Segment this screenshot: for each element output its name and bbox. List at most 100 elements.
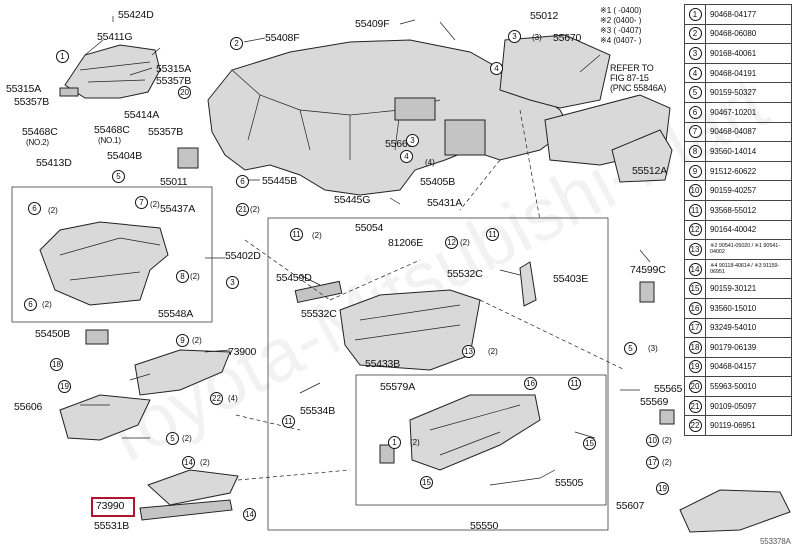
callout-19[interactable]: 19 xyxy=(58,380,71,393)
label-55569[interactable]: 55569 xyxy=(640,396,669,408)
callout-11c[interactable]: 11 xyxy=(282,415,295,428)
label-55550[interactable]: 55550 xyxy=(470,520,499,532)
label-73990[interactable]: 73990 xyxy=(96,500,125,512)
label-55413D[interactable]: 55413D xyxy=(36,157,72,169)
label-55403E[interactable]: 55403E xyxy=(553,273,589,285)
callout-21[interactable]: 21 xyxy=(236,203,249,216)
callout-20[interactable]: 20 xyxy=(178,86,191,99)
callout-5b[interactable]: 5 xyxy=(166,432,179,445)
label-55404B[interactable]: 55404B xyxy=(107,150,143,162)
label-55532C-right[interactable]: 55532C xyxy=(447,268,483,280)
callout-17[interactable]: 17 xyxy=(646,456,659,469)
callout-6[interactable]: 6 xyxy=(236,175,249,188)
label-55606[interactable]: 55606 xyxy=(14,401,43,413)
callout-6c[interactable]: 6 xyxy=(24,298,37,311)
label-55548A[interactable]: 55548A xyxy=(158,308,194,320)
callout-14b[interactable]: 14 xyxy=(243,508,256,521)
callout-11b[interactable]: 11 xyxy=(486,228,499,241)
label-74599C[interactable]: 74599C xyxy=(630,264,666,276)
callout-22[interactable]: 22 xyxy=(210,392,223,405)
callout-13[interactable]: 13 xyxy=(462,345,475,358)
label-55402D[interactable]: 55402D xyxy=(225,250,261,262)
label-55459D[interactable]: 55459D xyxy=(276,272,312,284)
label-55445G[interactable]: 55445G xyxy=(334,194,371,206)
label-55431A[interactable]: 55431A xyxy=(427,197,463,209)
label-55424D[interactable]: 55424D xyxy=(118,9,154,21)
label-55315A-left[interactable]: 55315A xyxy=(6,83,42,95)
label-55534B[interactable]: 55534B xyxy=(300,405,336,417)
label-73900[interactable]: 73900 xyxy=(228,346,257,358)
label-55445B[interactable]: 55445B xyxy=(262,175,298,187)
label-55315A-right[interactable]: 55315A xyxy=(156,63,192,75)
callout-3[interactable]: 3 xyxy=(508,30,521,43)
callout-11[interactable]: 11 xyxy=(290,228,303,241)
label-55468C-no1[interactable]: 55468C xyxy=(94,124,130,136)
callout-6b[interactable]: 6 xyxy=(28,202,41,215)
label-55012[interactable]: 55012 xyxy=(530,10,559,22)
label-55357B-left[interactable]: 55357B xyxy=(14,96,50,108)
callout-19b[interactable]: 19 xyxy=(656,482,669,495)
label-55054[interactable]: 55054 xyxy=(355,222,384,234)
callout-10[interactable]: 10 xyxy=(646,434,659,447)
callout-15[interactable]: 15 xyxy=(583,437,596,450)
label-55409F[interactable]: 55409F xyxy=(355,18,390,30)
parts-table-row[interactable]: 14※4 90118-40614 / ※3 91159-06951 xyxy=(684,258,792,280)
callout-4[interactable]: 4 xyxy=(490,62,503,75)
label-55414A[interactable]: 55414A xyxy=(124,109,160,121)
callout-8[interactable]: 8 xyxy=(176,270,189,283)
parts-table-row[interactable]: 13※2 90541-05020 / ※1 90541-04002 xyxy=(684,239,792,260)
label-81206E[interactable]: 81206E xyxy=(388,237,424,249)
callout-1b[interactable]: 1 xyxy=(388,436,401,449)
callout-5[interactable]: 5 xyxy=(112,170,125,183)
callout-18[interactable]: 18 xyxy=(50,358,63,371)
label-55433B[interactable]: 55433B xyxy=(365,358,401,370)
label-55357B-right[interactable]: 55357B xyxy=(156,75,192,87)
callout-14[interactable]: 14 xyxy=(182,456,195,469)
callout-9[interactable]: 9 xyxy=(176,334,189,347)
callout-12[interactable]: 12 xyxy=(445,236,458,249)
label-55532C-left[interactable]: 55532C xyxy=(301,308,337,320)
callout-11d[interactable]: 11 xyxy=(568,377,581,390)
callout-4b[interactable]: 4 xyxy=(400,150,413,163)
label-55408F[interactable]: 55408F xyxy=(265,32,300,44)
callout-2[interactable]: 2 xyxy=(230,37,243,50)
callout-5c[interactable]: 5 xyxy=(624,342,637,355)
callout-16[interactable]: 16 xyxy=(524,377,537,390)
callout-15b[interactable]: 15 xyxy=(420,476,433,489)
label-55505[interactable]: 55505 xyxy=(555,477,584,489)
label-55531B[interactable]: 55531B xyxy=(94,520,130,532)
label-55565[interactable]: 55565 xyxy=(654,383,683,395)
label-55011[interactable]: 55011 xyxy=(160,176,188,188)
callout-1[interactable]: 1 xyxy=(56,50,69,63)
callout-3c[interactable]: 3 xyxy=(226,276,239,289)
label-55512A[interactable]: 55512A xyxy=(632,165,668,177)
callout-7[interactable]: 7 xyxy=(135,196,148,209)
label-55607[interactable]: 55607 xyxy=(616,500,645,512)
label-55357B-bottom[interactable]: 55357B xyxy=(148,126,184,138)
label-55437A[interactable]: 55437A xyxy=(160,203,196,215)
label-55405B[interactable]: 55405B xyxy=(420,176,456,188)
label-55468C-no2[interactable]: 55468C xyxy=(22,126,58,138)
label-55450B[interactable]: 55450B xyxy=(35,328,71,340)
label-55670[interactable]: 55670 xyxy=(553,32,582,44)
